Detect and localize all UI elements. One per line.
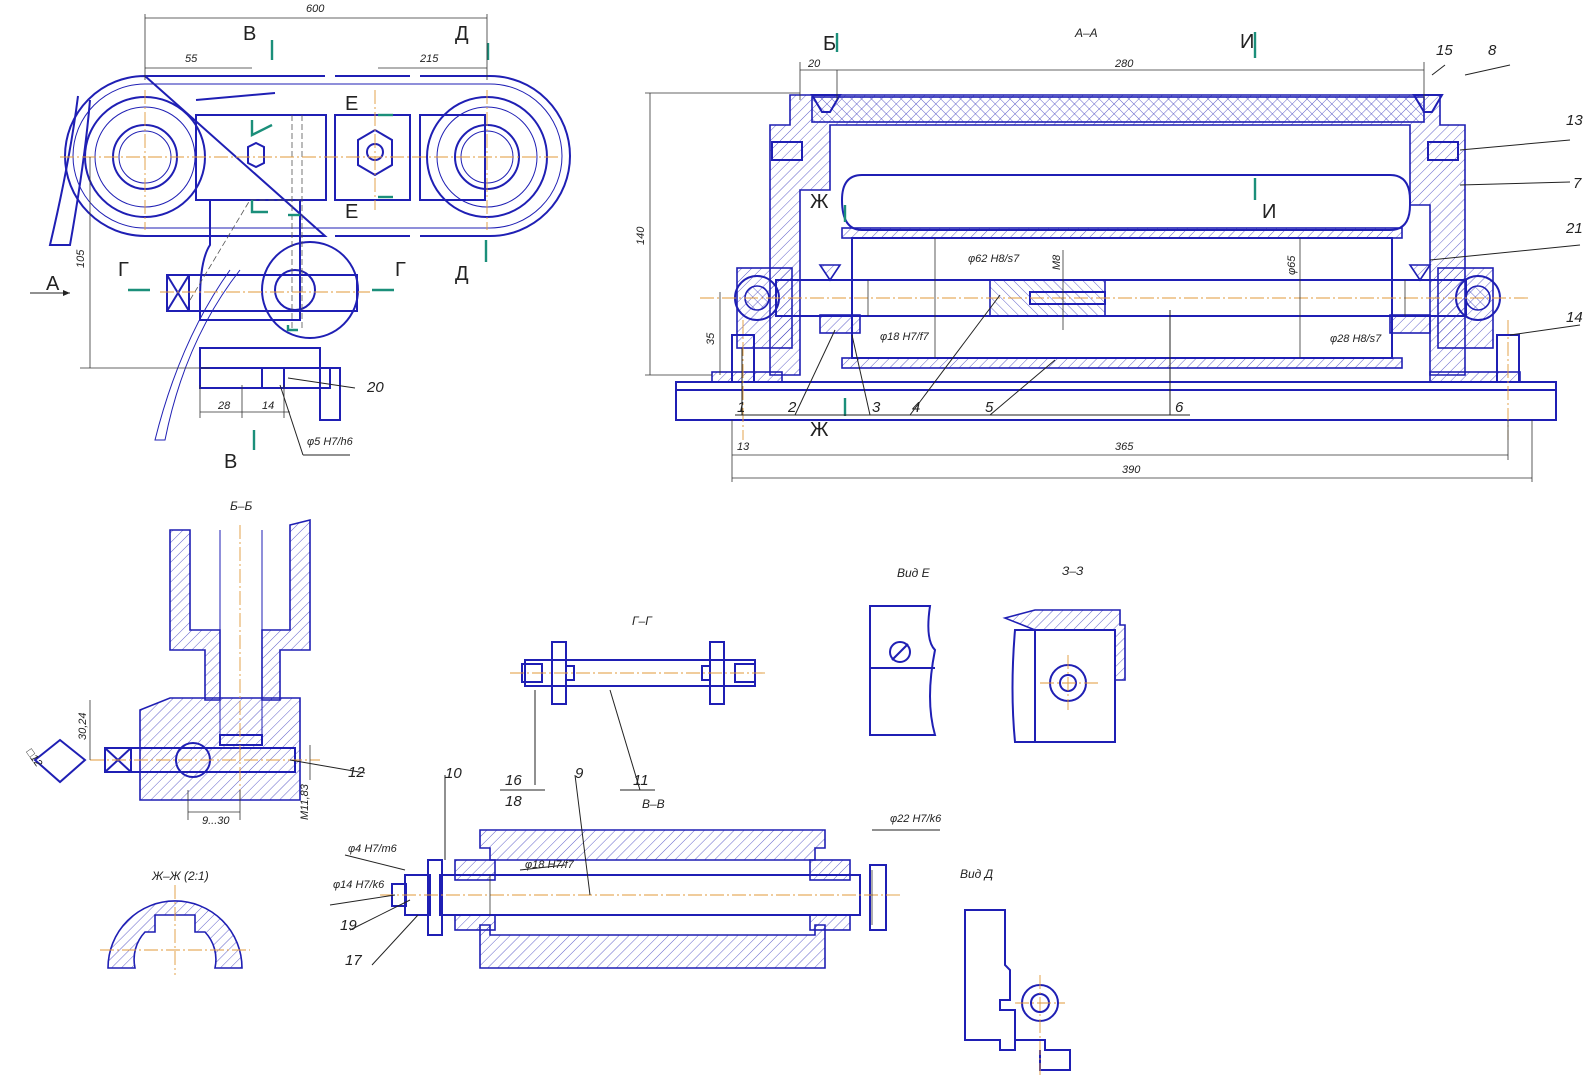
section-title-g-g: Г–Г: [632, 614, 653, 628]
cut-label-i-bottom: И: [1262, 201, 1276, 223]
dim-280: 280: [1114, 58, 1134, 70]
cut-label-i-top: И: [1240, 31, 1254, 53]
view-title-e: Вид Е: [897, 566, 931, 580]
dim-28: 28: [217, 400, 231, 412]
section-title-v-v: В–В: [642, 797, 665, 811]
section-v-v-labels: В–В 10 9 19 17 φ4 H7/m6 φ14 H7/k6 φ18 H7…: [333, 765, 942, 969]
section-z-z: [1002, 609, 1126, 743]
callout-10: 10: [445, 765, 462, 782]
fit-phi22: φ22 H7/k6: [890, 813, 942, 825]
dim-215: 215: [419, 53, 439, 65]
fit-phi28: φ28 H8/s7: [1330, 333, 1382, 345]
callout-3: 3: [872, 399, 881, 416]
view-d: [964, 909, 1071, 1075]
fit-phi18: φ18 H7/f7: [880, 331, 930, 343]
callout-21: 21: [1565, 220, 1583, 237]
dim-30-24: 30,24: [77, 712, 89, 740]
thread-m8: M8: [1051, 254, 1063, 270]
dim-140: 140: [635, 226, 647, 245]
cut-label-e-bottom: Е: [345, 201, 358, 223]
section-b-b: [33, 518, 366, 820]
cut-label-b: Б: [823, 33, 836, 55]
callout-6: 6: [1175, 399, 1184, 416]
dim-390: 390: [1122, 464, 1141, 476]
callout-13: 13: [1566, 112, 1583, 129]
cut-label-v-top: В: [243, 23, 256, 45]
callout-11: 11: [633, 772, 649, 789]
front-view: [30, 14, 571, 456]
dim-20: 20: [807, 58, 821, 70]
callout-1: 1: [737, 399, 745, 416]
section-v-v: [329, 774, 940, 969]
callout-15: 15: [1436, 42, 1453, 59]
callout-12: 12: [348, 764, 365, 781]
fit-phi18-vv: φ18 H7/f7: [525, 859, 575, 871]
front-view-labels: 600 55 215 105 28 14 φ5 H7/h6 20 В В Д Д…: [46, 3, 469, 473]
callout-5: 5: [985, 399, 994, 416]
callout-9: 9: [575, 765, 584, 782]
callout-17: 17: [345, 952, 362, 969]
section-a-a-labels: А–А Б И И Ж Ж 20 280 140 35 13 365 390 φ…: [635, 26, 1583, 476]
cut-label-zh-bottom: Ж: [810, 419, 829, 441]
cut-label-g-right: Г: [395, 259, 406, 281]
view-title-d: Вид Д: [960, 867, 994, 881]
dim-600: 600: [306, 3, 325, 15]
view-label-a: А: [46, 273, 60, 295]
section-a-a: [645, 32, 1581, 482]
section-title-a-a: А–А: [1074, 26, 1098, 40]
section-g-g: [500, 641, 765, 791]
dim-14: 14: [262, 400, 274, 412]
cut-label-g-left: Г: [118, 259, 129, 281]
dim-55: 55: [185, 53, 198, 65]
section-title-zh-zh: Ж–Ж (2:1): [151, 869, 209, 883]
section-title-z-z: З–З: [1062, 564, 1084, 578]
fit-phi4: φ4 H7/m6: [348, 843, 398, 855]
section-b-b-labels: Б–Б 30,24 □12 9...30 M11,83 12: [24, 499, 366, 827]
fit-phi62: φ62 H8/s7: [968, 253, 1020, 265]
dim-9-30: 9...30: [202, 815, 230, 827]
section-g-g-labels: Г–Г 16 18 11: [505, 614, 653, 810]
fit-phi14: φ14 H7/k6: [333, 879, 385, 891]
callout-8: 8: [1488, 42, 1497, 59]
callout-19: 19: [340, 917, 357, 934]
callout-14: 14: [1566, 309, 1583, 326]
callout-18: 18: [505, 793, 522, 810]
view-e: [869, 605, 937, 736]
cut-label-zh-top: Ж: [810, 191, 829, 213]
cut-label-d-bottom: Д: [455, 263, 469, 285]
fit-phi5: φ5 H7/h6: [307, 436, 354, 448]
cut-label-v-bottom: В: [224, 451, 237, 473]
callout-7: 7: [1573, 175, 1582, 192]
dim-13: 13: [737, 441, 750, 453]
section-zh-zh: [100, 885, 250, 975]
section-title-b-b: Б–Б: [230, 499, 252, 513]
callout-20: 20: [366, 379, 384, 396]
dim-35: 35: [705, 332, 717, 345]
dim-105: 105: [75, 249, 87, 268]
callout-2: 2: [787, 399, 797, 416]
thread-m11: M11,83: [299, 783, 311, 820]
cut-label-e-top: Е: [345, 93, 358, 115]
cut-label-d-top: Д: [455, 23, 469, 45]
dim-365: 365: [1115, 441, 1134, 453]
callout-4: 4: [912, 399, 920, 416]
dim-phi65: φ65: [1286, 255, 1298, 275]
callout-16: 16: [505, 772, 522, 789]
